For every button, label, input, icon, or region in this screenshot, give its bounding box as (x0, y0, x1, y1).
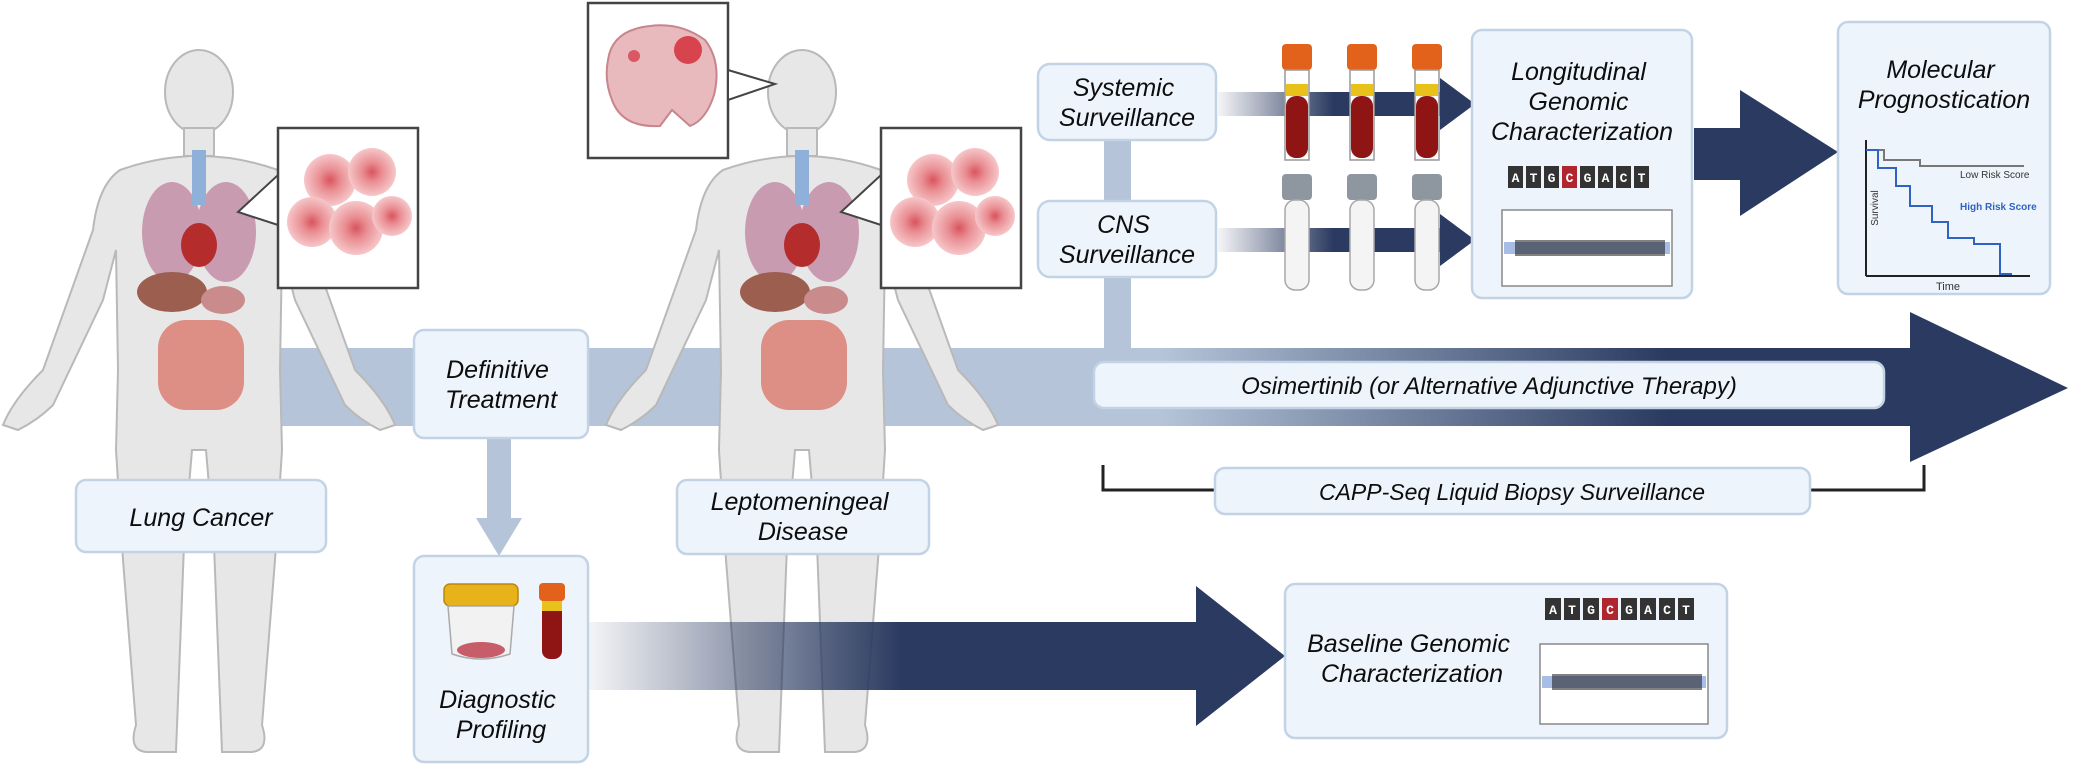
treatment-down-arrowhead (476, 518, 522, 556)
capp-seq-bracket: CAPP-Seq Liquid Biopsy Surveillance (1101, 465, 1926, 516)
dna-base-tile (1526, 166, 1541, 188)
lung-cancer-label: Lung Cancer (129, 504, 274, 532)
csf-tube (1347, 174, 1377, 291)
baseline-label: Baseline Genomic Characterization (1307, 630, 1517, 688)
dna-base-tile (1580, 166, 1595, 188)
capp-seq-label: CAPP-Seq Liquid Biopsy Surveillance (1319, 479, 1705, 505)
diagnostic-box: Diagnostic Profiling (412, 554, 590, 764)
dna-base-letter: A (1602, 171, 1610, 186)
low-risk-curve (1866, 149, 2024, 167)
dna-base-tile (1598, 166, 1613, 188)
leptomeningeal-label: Leptomeningeal Disease (711, 488, 896, 546)
dna-base-letter: A (1549, 603, 1557, 618)
survival-plot: Low Risk Score High Risk Score Survival … (1865, 140, 2037, 293)
treatment-down-connector (487, 438, 511, 518)
high-risk-label: High Risk Score (1960, 202, 2037, 213)
systemic-surveillance-label: Systemic Surveillance (1059, 74, 1195, 132)
specimen-jar-icon (443, 583, 519, 660)
dna-base-letter: T (1638, 171, 1646, 186)
osimertinib-label: Osimertinib (or Alternative Adjunctive T… (1241, 373, 1737, 400)
dna-base-tile (1621, 598, 1637, 620)
blood-tube (1347, 44, 1377, 161)
baseline-flow-arrow (588, 586, 1285, 726)
definitive-treatment-box: Definitive Treatment (412, 328, 590, 440)
leptomeningeal-box: Leptomeningeal Disease (675, 478, 931, 556)
dna-base-tile (1678, 598, 1694, 620)
dna-base-tile (1583, 598, 1599, 620)
dna-base-letter: C (1566, 171, 1574, 186)
dna-base-tile (1640, 598, 1656, 620)
definitive-treatment-label: Definitive Treatment (445, 356, 558, 414)
brain-callout (586, 1, 779, 160)
dna-base-letter: C (1606, 603, 1614, 618)
dna-base-tile (1602, 598, 1618, 620)
blood-tube (1282, 44, 1312, 161)
csf-tubes-cns (1282, 174, 1442, 291)
dna-base-letter: G (1587, 603, 1595, 618)
survival-axis-label: Survival (1870, 190, 1881, 226)
blood-tube-diagnostic (539, 583, 565, 659)
molecular-label: Molecular Prognostication (1858, 56, 2030, 114)
dna-base-letter: T (1682, 603, 1690, 618)
lung-cancer-box: Lung Cancer (74, 478, 328, 554)
systemic-flow-arrow (1218, 78, 1475, 130)
low-risk-label: Low Risk Score (1960, 170, 2030, 181)
blood-tube (1412, 44, 1442, 161)
blood-tubes-systemic (1282, 44, 1442, 161)
brain-lesion (674, 36, 702, 64)
dna-base-letter: A (1644, 603, 1652, 618)
high-risk-curve (1866, 149, 2012, 275)
tumor-cells-callout-2 (839, 126, 1023, 290)
longitudinal-label: Longitudinal Genomic Characterization (1491, 58, 1673, 146)
dna-base-tile (1545, 598, 1561, 620)
dna-base-tile (1659, 598, 1675, 620)
prognostication-arrow (1694, 90, 1838, 216)
csf-tube (1412, 174, 1442, 291)
dna-base-letter: C (1620, 171, 1628, 186)
time-axis-label: Time (1936, 281, 1960, 293)
dna-base-tile (1564, 598, 1580, 620)
dna-base-tile (1562, 166, 1577, 188)
cns-surveillance-label: CNS Surveillance (1059, 211, 1195, 269)
sequencing-track-baseline (1539, 643, 1709, 725)
dna-base-tile (1634, 166, 1649, 188)
dna-base-tile (1616, 166, 1631, 188)
dna-base-letter: T (1530, 171, 1538, 186)
diagnostic-label: Diagnostic Profiling (439, 686, 563, 744)
dna-base-letter: A (1512, 171, 1520, 186)
csf-tube (1282, 174, 1312, 291)
dna-base-letter: G (1584, 171, 1592, 186)
dna-base-letter: C (1663, 603, 1671, 618)
osimertinib-box: Osimertinib (or Alternative Adjunctive T… (1092, 360, 1886, 410)
dna-base-letter: G (1548, 171, 1556, 186)
molecular-box: Molecular Prognostication Low Risk Score… (1836, 20, 2052, 296)
human-figure-leptomeningeal (604, 49, 1000, 753)
sequencing-track-longitudinal (1501, 209, 1673, 287)
tumor-cells-callout-1 (236, 126, 420, 290)
cns-flow-arrow (1218, 214, 1475, 266)
dna-base-letter: T (1568, 603, 1576, 618)
dna-base-letter: G (1625, 603, 1633, 618)
cns-surveillance-box: CNS Surveillance (1036, 199, 1218, 279)
systemic-surveillance-box: Systemic Surveillance (1036, 62, 1218, 142)
dna-base-tile (1508, 166, 1523, 188)
dna-base-tile (1544, 166, 1559, 188)
